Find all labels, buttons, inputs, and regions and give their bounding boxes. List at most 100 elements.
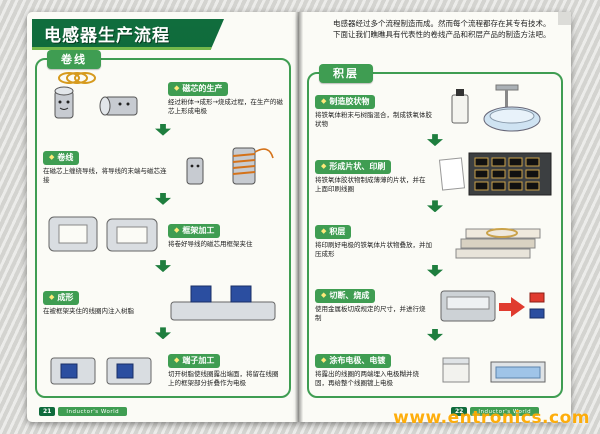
step-tag-cutting-firing: ◆ 切断、烧成: [315, 289, 376, 304]
step-title: 形成片状、印刷: [329, 161, 386, 171]
diamond-marker-icon: ◆: [174, 355, 180, 364]
page-corner-fold: [558, 12, 571, 25]
left-page-footer: 21 Inductor's World: [39, 407, 128, 416]
diamond-marker-icon: ◆: [49, 152, 55, 161]
step-title: 磁芯的生产: [182, 83, 223, 93]
left-page: 电感器生产流程 卷线: [27, 12, 299, 422]
stacked-layers-icon: [455, 227, 541, 258]
step-description: 在磁芯上缠绕导线，将导线的末端与磁芯连接: [43, 166, 167, 184]
step-tag-electrode-plating: ◆ 涂布电极、电镀: [315, 353, 392, 368]
page-number: 22: [451, 407, 468, 416]
section-label-lamination: 积层: [319, 64, 373, 83]
book-gutter: [295, 12, 303, 422]
diamond-marker-icon: ◆: [321, 291, 327, 300]
intro-text: 电感器经过多个流程制造而成。然而每个流程都存在其专有技术。下面让我们瞧瞧具有代表…: [333, 19, 551, 39]
step-info: ◆ 成形 在被框架夹住的线圈内注入树脂: [43, 284, 158, 316]
step-description: 在被框架夹住的线圈内注入树脂: [43, 306, 134, 315]
down-arrow-icon: [427, 200, 443, 213]
step-title: 框架加工: [182, 225, 215, 235]
down-arrow-icon: [155, 260, 171, 273]
step-description: 经过粉体→成形→烧成过程，在生产的磁芯上形成电极: [168, 97, 283, 115]
diamond-marker-icon: ◆: [321, 96, 327, 105]
step-tag-sheet-printing: ◆ 形成片状、印刷: [315, 159, 392, 174]
step-tag-winding: ◆ 卷线: [43, 150, 80, 165]
electrode-plating-illustration: [435, 344, 555, 390]
step-electrode-plating: ◆ 涂布电极、电镀 将露出的线圈的两端埋入电极糊并烧固，再给整个线圈镀上电极: [315, 342, 555, 392]
lamination-illustration: [440, 215, 555, 263]
watermark-text: www.entronics.com: [393, 408, 590, 428]
molding-illustration: [163, 276, 283, 324]
step-title: 卷线: [57, 152, 74, 162]
sheet-printing-illustration: [435, 147, 555, 199]
step-description: 切开树脂使线圈露出端面，将留在线圈上的框架部分折叠作为电极: [168, 369, 279, 387]
printed-sheet-icon: [438, 152, 552, 196]
diamond-marker-icon: ◆: [321, 227, 327, 236]
down-arrow-icon: [155, 192, 171, 205]
step-description: 使用金属板切成规定的尺寸，并进行烧制: [315, 305, 426, 323]
cutter-machine-icon: [440, 290, 545, 322]
step-description: 将铁氧体胶状物制成薄薄的片状，并在上面印刷线圈: [315, 175, 426, 193]
step-info: ◆ 切断、烧成 使用金属板切成规定的尺寸，并进行烧制: [315, 282, 430, 323]
page-title: 电感器生产流程: [32, 19, 224, 50]
diamond-marker-icon: ◆: [174, 83, 180, 92]
step-info: ◆ 涂布电极、电镀 将露出的线圈的两端埋入电极糊并烧固，再给整个线圈镀上电极: [315, 347, 430, 388]
step-tag-lamination: ◆ 积层: [315, 225, 352, 240]
step-lamination: ◆ 积层 将印刷好电极的铁氧体片状物叠放，并加压成形: [315, 214, 555, 264]
step-tag-core-production: ◆ 磁芯的生产: [168, 81, 229, 96]
right-page: 电感器经过多个流程制造而成。然而每个流程都存在其专有技术。下面让我们瞧瞧具有代表…: [299, 12, 571, 422]
winding-illustration: [173, 138, 283, 190]
step-frame-processing: ◆ 框架加工 将卷好导线的磁芯用框架夹住: [43, 208, 283, 258]
diamond-marker-icon: ◆: [174, 225, 180, 234]
core-characters-coil-icon: [54, 72, 138, 119]
step-terminal-processing: ◆ 端子加工 切开树脂使线圈露出端面，将留在线圈上的框架部分折叠作为电极: [43, 342, 283, 392]
lamination-process-box: 积层 ◆ 制造胶状物: [307, 64, 563, 398]
step-cutting-firing: ◆ 切断、烧成 使用金属板切成规定的尺寸，并进行烧制: [315, 278, 555, 328]
terminal-processing-illustration: [43, 344, 163, 390]
step-info: ◆ 卷线 在磁芯上缠绕导线，将导线的末端与磁芯连接: [43, 144, 168, 185]
step-info: ◆ 端子加工 切开树脂使线圈露出端面，将留在线圈上的框架部分折叠作为电极: [168, 347, 283, 388]
down-arrow-icon: [427, 134, 443, 147]
down-arrow-icon: [427, 264, 443, 277]
step-info: ◆ 框架加工 将卷好导线的磁芯用框架夹住: [168, 217, 283, 249]
bottle-mixer-bowl-icon: [451, 84, 541, 132]
step-tag-terminal-processing: ◆ 端子加工: [168, 353, 221, 368]
plating-tray-icon: [442, 357, 546, 383]
step-tag-molding: ◆ 成形: [43, 290, 80, 305]
molded-coils-icon: [170, 285, 276, 321]
step-tag-paste-making: ◆ 制造胶状物: [315, 94, 376, 109]
step-info: ◆ 积层 将印刷好电极的铁氧体片状物叠放，并加压成形: [315, 218, 435, 259]
step-title: 切断、烧成: [329, 291, 370, 301]
step-sheet-printing: ◆ 形成片状、印刷 将铁氧体胶状物制成薄薄的片状，并在上面印刷线圈: [315, 147, 555, 199]
step-title: 涂布电极、电镀: [329, 355, 386, 365]
step-description: 将印刷好电极的铁氧体片状物叠放，并加压成形: [315, 241, 432, 258]
step-info: ◆ 制造胶状物 将铁氧体粉末与树脂混合，制成铁氧体胶状物: [315, 88, 435, 129]
diamond-marker-icon: ◆: [321, 161, 327, 170]
step-title: 成形: [57, 292, 74, 302]
step-winding: ◆ 卷线 在磁芯上缠绕导线，将导线的末端与磁芯连接: [43, 138, 283, 190]
step-description: 将卷好导线的磁芯用框架夹住: [168, 239, 253, 248]
wound-core-icon: [186, 147, 274, 185]
winding-process-box: 卷线: [35, 50, 291, 398]
step-info: ◆ 磁芯的生产 经过粉体→成形→烧成过程，在生产的磁芯上形成电极: [168, 75, 283, 116]
step-title: 制造胶状物: [329, 96, 370, 106]
footer-title: Inductor's World: [470, 407, 540, 416]
core-production-illustration: [43, 69, 163, 121]
step-paste-making: ◆ 制造胶状物 将铁氧体粉末与树脂混合，制成铁氧体胶状物: [315, 83, 555, 133]
footer-title: Inductor's World: [58, 407, 128, 416]
diamond-marker-icon: ◆: [49, 292, 55, 301]
step-tag-frame-processing: ◆ 框架加工: [168, 223, 221, 238]
step-description: 将铁氧体粉末与树脂混合，制成铁氧体胶状物: [315, 110, 432, 128]
section-label-winding: 卷线: [47, 50, 101, 69]
step-title: 端子加工: [182, 355, 215, 365]
step-molding: ◆ 成形 在被框架夹住的线圈内注入树脂: [43, 275, 283, 325]
down-arrow-icon: [427, 328, 443, 341]
down-arrow-icon: [155, 123, 171, 136]
lead-frame-icon: [48, 216, 158, 251]
frame-processing-illustration: [43, 209, 163, 257]
step-info: ◆ 形成片状、印刷 将铁氧体胶状物制成薄薄的片状，并在上面印刷线圈: [315, 153, 430, 194]
step-core-production: ◆ 磁芯的生产 经过粉体→成形→烧成过程，在生产的磁芯上形成电极: [43, 69, 283, 121]
step-description: 将露出的线圈的两端埋入电极糊并烧固，再给整个线圈镀上电极: [315, 369, 419, 387]
diamond-marker-icon: ◆: [321, 355, 327, 364]
paste-making-illustration: [440, 83, 555, 133]
